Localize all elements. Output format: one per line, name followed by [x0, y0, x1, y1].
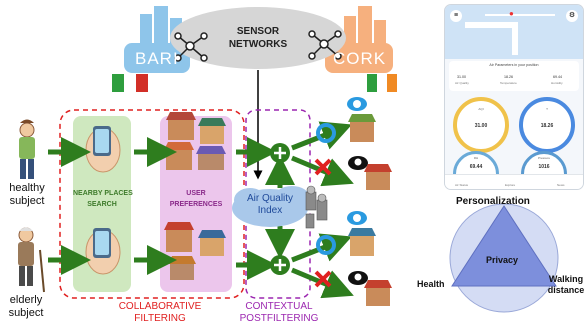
phone-hand-icon	[85, 228, 121, 275]
air-quality-index-label: Air Quality Index	[238, 194, 302, 216]
aqi-line-1: Air Quality	[246, 193, 294, 204]
menu-icon[interactable]: ≡	[450, 10, 462, 22]
air-parameters-card: Air Parameters in your position 31.00 Ai…	[449, 61, 579, 91]
nav-explore[interactable]: Explore	[505, 183, 516, 187]
gauge-pressure-title: Pressure	[537, 156, 550, 160]
concept-triangle	[451, 205, 557, 287]
combine-plus-icon	[270, 255, 290, 275]
gauge-temperature: T 18.26	[519, 97, 575, 153]
rejected-icon	[314, 158, 332, 176]
contextual-postfiltering-label: CONTEXTUAL POSTFILTERING	[236, 302, 322, 324]
param-temperature-value: 18.26	[504, 75, 513, 79]
gauge-humidity-title: RH	[473, 156, 479, 160]
prefs-line-2: PREFERENCES	[169, 201, 223, 208]
gauge-temperature-title: T	[546, 107, 548, 111]
gauge-aqi-value: 31.00	[474, 123, 488, 129]
elderly-subject-icon	[18, 227, 45, 293]
flow-arrow	[291, 267, 354, 299]
phone-map: ≡ ⚙ ●	[445, 5, 583, 59]
health-label: Health	[417, 279, 445, 289]
shop-icon	[348, 228, 376, 256]
location-icon: ●	[509, 9, 514, 18]
user-preferences-label: USER PREFERENCES	[160, 190, 232, 208]
shop-icon	[364, 280, 392, 306]
sensor-networks-label: SENSOR NETWORKS	[224, 27, 292, 50]
param-air-quality-value: 31.00	[457, 75, 466, 79]
gauge-pressure-value: 1016	[538, 164, 550, 170]
nearby-line-2: SEARCH	[87, 201, 117, 208]
polluted-air-cloud-icon	[348, 156, 368, 170]
bottom-nav: Air Status Explore News	[445, 174, 583, 189]
bari-box	[124, 43, 190, 73]
elderly-subject-label: elderly subject	[4, 295, 48, 319]
cork-label: CORK	[333, 49, 387, 68]
network-node-icon	[308, 30, 342, 60]
rejected-icon	[314, 270, 332, 288]
cork-box	[325, 43, 393, 73]
gauge-aqi: AQI 31.00	[453, 97, 509, 153]
aqi-line-2: Index	[257, 205, 283, 216]
nearby-line-1: NEARBY PLACES	[73, 190, 133, 197]
contextual-postfiltering-region	[245, 109, 311, 299]
gauge-aqi-title: AQI	[478, 107, 484, 111]
map-roads	[465, 14, 555, 55]
collaborative-filtering-label: COLLABORATIVE FILTERING	[110, 302, 210, 324]
collab-line-2: FILTERING	[134, 313, 186, 324]
sensor-networks-line-2: NETWORKS	[228, 39, 288, 50]
nav-news[interactable]: News	[557, 183, 565, 187]
healthy-subject-icon	[19, 119, 35, 179]
flow-arrow	[291, 155, 354, 187]
approved-icon	[316, 235, 336, 255]
param-humidity-value: 69.44	[553, 75, 562, 79]
healthy-line-2: subject	[9, 195, 45, 207]
elderly-line-2: subject	[8, 307, 44, 319]
personalization-label: Personalization	[456, 196, 530, 207]
sensor-device-icon	[305, 185, 328, 229]
gauge-temperature-value: 18.26	[540, 123, 554, 129]
prefs-line-1: USER	[186, 190, 206, 197]
healthy-subject-label: healthy subject	[4, 183, 50, 207]
polluted-air-cloud-icon	[348, 271, 368, 285]
cork-skyline-icon	[344, 6, 386, 48]
bari-label: BARI	[135, 49, 179, 68]
italy-flag-icon	[112, 74, 148, 92]
clean-air-cloud-icon	[347, 97, 367, 111]
combine-plus-icon	[270, 143, 290, 163]
ireland-flag-icon	[367, 74, 397, 92]
context-line-2: POSTFILTERING	[239, 313, 319, 324]
clean-air-cloud-icon	[347, 211, 367, 225]
gauge-humidity-value: 69.44	[469, 164, 483, 170]
healthy-line-1: healthy	[9, 182, 45, 194]
network-node-icon	[174, 32, 208, 62]
phone-hand-icon	[85, 126, 121, 173]
collab-line-1: COLLABORATIVE	[118, 301, 202, 312]
flow-arrow	[291, 233, 352, 263]
approved-icon	[316, 123, 336, 143]
context-line-1: CONTEXTUAL	[245, 301, 313, 312]
shop-icon	[348, 114, 376, 142]
settings-icon[interactable]: ⚙	[566, 10, 578, 22]
walking-distance-label: Walking distance	[546, 275, 586, 295]
shop-icon	[364, 164, 392, 190]
sensor-networks-line-1: SENSOR	[236, 26, 280, 37]
nav-air-status[interactable]: Air Status	[455, 183, 469, 187]
param-air-quality-label: Air Quality	[455, 81, 469, 85]
walking-line-1: Walking	[548, 274, 584, 284]
walking-line-2: distance	[547, 285, 585, 295]
param-temperature-label: Temperature	[500, 81, 517, 85]
elderly-line-1: elderly	[9, 294, 43, 306]
flow-arrow	[291, 121, 352, 151]
privacy-label: Privacy	[486, 255, 519, 265]
air-quality-cloud	[232, 186, 310, 227]
nearby-places-label: NEARBY PLACES SEARCH	[73, 190, 133, 208]
param-humidity-label: Humidity	[551, 81, 563, 85]
phone-header: Air Parameters in your position	[489, 63, 539, 67]
phone-app-screenshot: ≡ ⚙ ● Air Parameters in your position 31…	[444, 4, 584, 190]
sensor-network-ellipse	[170, 7, 346, 69]
